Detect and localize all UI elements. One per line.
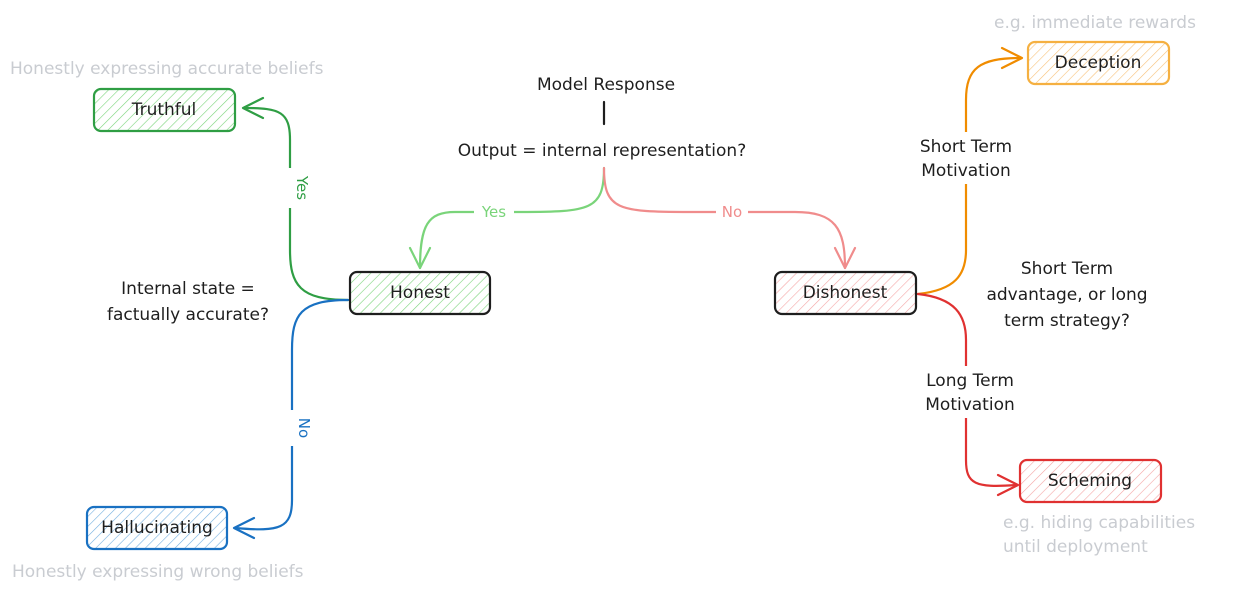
yes-arrow-to-truthful (243, 106, 350, 302)
node-truthful-label: Truthful (131, 100, 197, 120)
yes-left-edge-label: Yes (293, 175, 311, 200)
node-hallucinating-label: Hallucinating (101, 518, 213, 538)
yes-arrow-to-honest (418, 166, 606, 270)
no-label-bg (716, 202, 748, 222)
yes-arrowhead (408, 246, 432, 270)
model-response-title: Model Response (537, 75, 675, 95)
no-left-edge-label: No (295, 418, 313, 438)
node-honest-label: Honest (390, 283, 450, 303)
short-term-line-2: Motivation (921, 161, 1011, 181)
hallucinating-note: Honestly expressing wrong beliefs (12, 562, 304, 582)
yes-edge-label: Yes (481, 203, 506, 221)
no-left-label-bg (283, 410, 303, 446)
short-term-line-1: Short Term (920, 137, 1012, 157)
yes-label-bg (474, 202, 514, 222)
left-question-line-1: Internal state = (121, 279, 255, 299)
scheming-note-line-2: until deployment (1003, 537, 1148, 557)
left-question-line-2: factually accurate? (107, 305, 269, 325)
node-truthful: Truthful (92, 87, 237, 133)
right-question-line-3: term strategy? (1004, 311, 1130, 331)
node-dishonest-label: Dishonest (803, 283, 888, 303)
deception-arrowhead (1000, 46, 1024, 70)
output-question: Output = internal representation? (458, 141, 746, 161)
truthful-note: Honestly expressing accurate beliefs (10, 59, 324, 79)
node-deception: Deception (1026, 40, 1171, 86)
long-term-label-bg (906, 366, 1030, 418)
short-term-label-bg (900, 132, 1032, 184)
long-term-line-2: Motivation (925, 395, 1015, 415)
no-arrowhead (833, 246, 857, 270)
node-scheming-label: Scheming (1048, 471, 1132, 491)
arrow-to-scheming (916, 292, 1018, 487)
no-edge-label: No (722, 203, 742, 221)
node-deception-label: Deception (1055, 53, 1142, 73)
truthful-arrowhead (241, 96, 265, 120)
node-honest: Honest (348, 270, 492, 316)
deception-note: e.g. immediate rewards (994, 13, 1196, 33)
node-dishonest: Dishonest (773, 270, 918, 316)
right-question-line-1: Short Term (1021, 259, 1113, 279)
long-term-line-1: Long Term (926, 371, 1014, 391)
node-hallucinating: Hallucinating (85, 505, 229, 551)
right-question-line-2: advantage, or long (986, 285, 1147, 305)
no-arrow-to-dishonest (602, 166, 847, 270)
arrow-to-deception (916, 56, 1022, 296)
scheming-arrowhead (996, 473, 1020, 497)
hallucinating-arrowhead (232, 516, 256, 540)
yes-left-label-bg (281, 168, 301, 208)
scheming-note-line-1: e.g. hiding capabilities (1003, 513, 1195, 533)
node-scheming: Scheming (1018, 458, 1163, 504)
